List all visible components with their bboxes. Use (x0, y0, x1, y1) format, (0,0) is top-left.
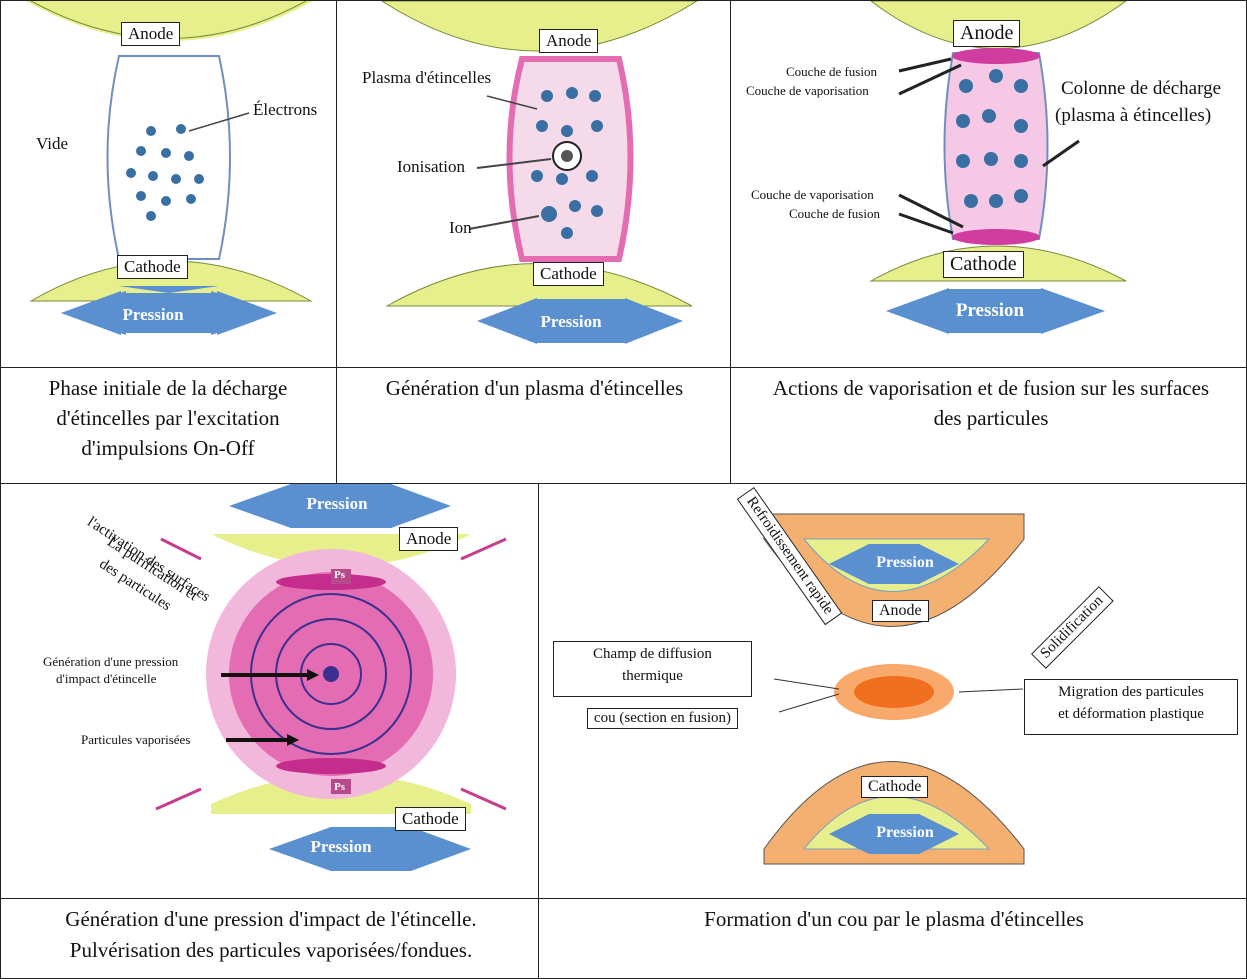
pression-bottom-label: Pression (865, 824, 945, 842)
fusion-top-label: Couche de fusion (786, 64, 877, 80)
pression-top-label: Pression (865, 554, 945, 572)
cou-label: cou (section en fusion) (587, 708, 738, 729)
cathode-label: Cathode (533, 262, 604, 286)
vapor-top-label: Couche de vaporisation (746, 83, 869, 99)
caption-4-line-2: Pulvérisation des particules vaporisées/… (11, 935, 531, 965)
panel-2-figure: Anode Cathode Pression Plasma d'étincell… (336, 0, 731, 368)
pression-bottom-label: Pression (301, 837, 381, 857)
anode-label: Anode (539, 29, 598, 53)
migration-label: Migration des particules et déformation … (1024, 679, 1238, 735)
colonne-label-2: (plasma à étincelles) (1055, 105, 1211, 127)
electrons-label: Électrons (253, 100, 317, 120)
panel-3-figure: Anode Cathode Pression Couche de fusion … (730, 0, 1247, 368)
gen-label-1: Génération d'une pression (43, 654, 178, 670)
panel-5-figure: Pression Anode Refroidissement rapide So… (538, 483, 1247, 899)
caption-2: Génération d'un plasma d'étincelles (342, 373, 727, 403)
pression-top-label: Pression (297, 494, 377, 514)
migration-line-2: et déformation plastique (1058, 706, 1204, 722)
ionisation-label: Ionisation (397, 157, 465, 177)
champ-line-1: Champ de diffusion (593, 646, 712, 662)
anode-label: Anode (399, 527, 458, 551)
panel-4-figure: Pression Anode Ps Ps La purification et … (0, 483, 539, 899)
caption-3: Actions de vaporisation et de fusion sur… (761, 373, 1221, 433)
panel-4-caption: Génération d'une pression d'impact de l'… (0, 898, 539, 979)
cathode-label: Cathode (395, 807, 466, 831)
panel-1-caption: Phase initiale de la décharge d'étincell… (0, 367, 337, 484)
ion-label: Ion (449, 218, 472, 238)
gen-label-2: d'impact d'étincelle (56, 671, 156, 687)
caption-4-line-1: Génération d'une pression d'impact de l'… (11, 904, 531, 934)
anode-label: Anode (953, 20, 1020, 47)
migration-line-1: Migration des particules (1058, 684, 1204, 700)
caption-1: Phase initiale de la décharge d'étincell… (23, 373, 313, 463)
champ-line-2: thermique (622, 668, 683, 684)
champ-label: Champ de diffusion thermique (553, 641, 752, 697)
cathode-label: Cathode (943, 251, 1024, 278)
vide-label: Vide (36, 134, 68, 154)
panel-5-caption: Formation d'un cou par le plasma d'étinc… (538, 898, 1247, 979)
cathode-label: Cathode (861, 776, 928, 798)
caption-5: Formation d'un cou par le plasma d'étinc… (549, 904, 1239, 934)
panel-2-caption: Génération d'un plasma d'étincelles (336, 367, 731, 484)
fusion-bottom-label: Couche de fusion (789, 206, 880, 222)
colonne-label-1: Colonne de décharge (1061, 78, 1221, 100)
pression-label: Pression (945, 300, 1035, 322)
vapor-bottom-label: Couche de vaporisation (751, 187, 874, 203)
ps-bottom-label: Ps (334, 781, 345, 793)
anode-label: Anode (121, 22, 180, 46)
vapor-label: Particules vaporisées (81, 732, 190, 748)
ps-top-label: Ps (334, 569, 345, 581)
panel-1-figure: Anode Cathode Pression Vide Électrons (0, 0, 337, 368)
anode-label: Anode (872, 600, 929, 622)
cathode-label: Cathode (117, 255, 188, 279)
plasma-label: Plasma d'étincelles (362, 68, 491, 88)
pression-label: Pression (113, 305, 193, 325)
pression-label: Pression (531, 312, 611, 332)
panel-3-caption: Actions de vaporisation et de fusion sur… (730, 367, 1247, 484)
